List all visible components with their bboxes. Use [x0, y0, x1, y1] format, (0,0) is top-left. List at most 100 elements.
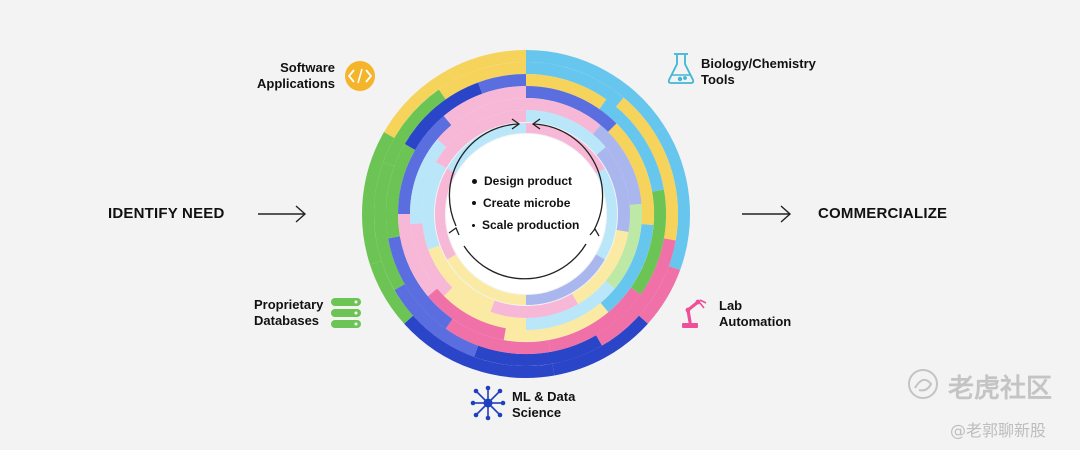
db-line1: Proprietary [254, 297, 324, 312]
ml-line1: ML & Data [512, 389, 576, 404]
ring-6-segment-3 [571, 229, 629, 305]
ring-7-segment-3 [525, 254, 605, 305]
ring-5-segment-4 [525, 280, 615, 330]
network-icon [470, 385, 506, 421]
cycle-arc-top [448, 123, 519, 227]
ring-5-segment-5 [443, 287, 527, 330]
identify-need-label: IDENTIFY NEED [108, 205, 225, 222]
step-create-text: Create microbe [483, 196, 571, 210]
ring-6-segment-2 [596, 147, 630, 233]
ring-2-segment-6 [374, 162, 405, 290]
ring-7-segment-5 [434, 168, 456, 260]
ring-1-segment-6 [369, 260, 414, 324]
inner-disc [446, 134, 606, 294]
cycle-arrows [448, 118, 604, 280]
biochem-line1: Biology/Chemistry [701, 56, 816, 71]
ring-4-segment-1 [525, 85, 617, 133]
step-scale: Scale production [472, 214, 579, 236]
watermark-sub: @老郭聊新股 [950, 421, 1047, 440]
biochem-line2: Tools [701, 72, 735, 87]
ring-5-segment-6 [410, 222, 453, 297]
ring-3-segment-2 [599, 99, 664, 192]
cycle-arc-bottom [463, 243, 587, 280]
ring-2-segment-2 [615, 97, 678, 241]
ring-1-segment-3 [638, 265, 681, 324]
ring-4-segment-7 [398, 115, 452, 215]
ring-6-segment-1 [525, 110, 606, 155]
ring-5-segment-1 [525, 98, 601, 135]
ring-2-segment-8 [438, 62, 527, 100]
code-icon [345, 61, 375, 91]
ring-2-segment-7 [383, 89, 446, 167]
software-applications-label: Software Applications [255, 60, 335, 92]
ring-3-segment-7 [386, 143, 416, 239]
lab-automation-label: Lab Automation [719, 298, 791, 330]
right-arrow [742, 205, 792, 223]
bullet-icon [472, 178, 477, 184]
concentric-rings [362, 50, 690, 378]
biochem-tools-label: Biology/Chemistry Tools [701, 56, 816, 88]
ring-1-segment-2 [654, 127, 690, 271]
ring-1-segment-9 [448, 50, 527, 80]
commercialize-label: COMMERCIALIZE [818, 205, 948, 222]
cycle-arrowhead-1 [511, 118, 521, 130]
ring-1-segment-7 [362, 131, 395, 265]
ring-1-segment-4 [552, 315, 648, 376]
bullet-icon [472, 223, 475, 227]
step-design: Design product [472, 170, 579, 192]
proprietary-databases-label: Proprietary Databases [254, 297, 323, 329]
ml-data-science-label: ML & Data Science [512, 389, 575, 421]
ring-3-segment-6 [388, 236, 453, 329]
step-design-text: Design product [484, 174, 573, 188]
ring-2-segment-1 [525, 62, 624, 107]
ring-7-segment-2 [596, 168, 618, 260]
watermark-main: 老虎社区 [948, 374, 1053, 404]
cycle-arc-right [533, 123, 604, 231]
ring-5-segment-7 [409, 139, 447, 225]
ring-2-segment-3 [595, 238, 676, 346]
ring-1-segment-1 [525, 50, 666, 134]
ring-4-segment-2 [607, 123, 654, 226]
lab-line2: Automation [719, 314, 792, 329]
step-create: Create microbe [472, 192, 579, 214]
software-line1: Software [280, 60, 335, 75]
ring-4-segment-6 [398, 213, 438, 297]
db-line2: Databases [254, 313, 320, 328]
ring-5-segment-8 [437, 98, 527, 148]
ring-5-segment-2 [592, 125, 642, 206]
lab-line1: Lab [719, 298, 743, 313]
ring-3-segment-8 [404, 82, 483, 151]
flask-icon [667, 53, 695, 84]
cycle-arrowhead-3 [589, 227, 600, 237]
ring-3-segment-3 [630, 189, 666, 295]
ring-6-segment-4 [490, 293, 578, 318]
ring-3-segment-9 [478, 74, 527, 94]
ring-3-segment-4 [548, 287, 641, 352]
ring-2-segment-5 [394, 283, 479, 357]
cycle-arrowhead-4 [448, 227, 460, 236]
ring-3-segment-5 [445, 318, 551, 354]
process-steps: Design product Create microbe Scale prod… [472, 170, 579, 236]
database-icon [331, 298, 361, 328]
step-scale-text: Scale production [482, 218, 580, 232]
ring-7-segment-4 [447, 254, 527, 305]
ring-3-segment-1 [525, 73, 607, 110]
ring-1-segment-5 [404, 315, 555, 378]
software-line2: Applications [256, 76, 335, 91]
ring-6-segment-7 [435, 110, 527, 169]
ring-4-segment-3 [600, 223, 654, 313]
ring-4-segment-8 [443, 86, 527, 126]
cycle-arrowhead-2 [531, 118, 541, 130]
ml-line2: Science [512, 405, 562, 420]
ring-1-segment-8 [384, 69, 455, 139]
watermark-logo-icon [908, 369, 938, 399]
ring-4-segment-5 [427, 288, 506, 341]
ring-2-segment-4 [474, 335, 602, 366]
ring-6-segment-6 [422, 162, 447, 250]
ring-6-segment-5 [428, 245, 495, 312]
ring-4-segment-4 [503, 302, 609, 342]
ring-5-segment-3 [605, 203, 643, 289]
left-arrow [258, 205, 307, 223]
robot-arm-icon [682, 299, 707, 328]
